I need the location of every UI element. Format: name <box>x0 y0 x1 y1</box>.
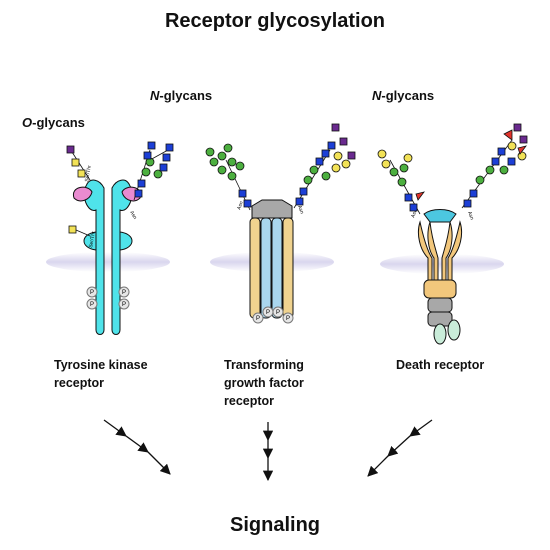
n-glycan-chain-tk <box>133 141 174 201</box>
n-glycans-label-tgf: N-glycans <box>150 88 213 103</box>
signaling-arrow-left <box>103 419 171 475</box>
svg-text:P: P <box>90 290 94 296</box>
phosphate-groups-tk: P P P P <box>86 286 130 310</box>
n-glycan-chain-tgf-left <box>205 143 252 211</box>
signaling-arrow-right <box>367 419 433 477</box>
asn-label-death-left: Asn <box>410 208 419 218</box>
tyrosine-kinase-receptor <box>72 179 142 335</box>
ser-thr-label-upper: Ser/Thr <box>84 165 93 183</box>
receptor-label-tyrosine-kinase: Tyrosine kinase receptor <box>54 358 148 391</box>
svg-text:P: P <box>256 316 260 322</box>
receptor-label-tgf: Transforming growth factor receptor <box>224 358 304 409</box>
svg-text:P: P <box>122 290 126 296</box>
asn-label-tk: Asn <box>128 210 138 221</box>
n-glycan-chain-death-right <box>461 123 528 209</box>
n-glycan-chain-tgf-right <box>293 123 356 209</box>
n-glycan-chain-death-left <box>377 149 425 215</box>
tgf-receptor <box>249 199 294 319</box>
o-glycans-label: O-glycans <box>22 115 85 130</box>
svg-text:P: P <box>286 316 290 322</box>
o-glycan-chain-lower <box>68 225 91 237</box>
asn-label-death-right: Asn <box>466 211 475 221</box>
ser-thr-label-lower: Ser/Thr <box>88 231 97 249</box>
receptor-label-death: Death receptor <box>396 358 485 372</box>
o-glycan-chain-upper <box>66 145 91 181</box>
diagram-title: Receptor glycosylation <box>164 10 386 32</box>
asn-label-tgf-right: Asn <box>296 205 305 215</box>
svg-text:P: P <box>266 310 270 316</box>
svg-text:P: P <box>276 310 280 316</box>
death-receptor <box>417 209 463 345</box>
asn-label-tgf-left: Asn <box>236 200 245 210</box>
signaling-label: Signaling <box>230 514 320 536</box>
svg-text:P: P <box>122 302 126 308</box>
n-glycans-label-death: N-glycans <box>372 88 435 103</box>
svg-text:P: P <box>90 302 94 308</box>
phosphate-groups-tgf: P P P P <box>252 306 294 324</box>
